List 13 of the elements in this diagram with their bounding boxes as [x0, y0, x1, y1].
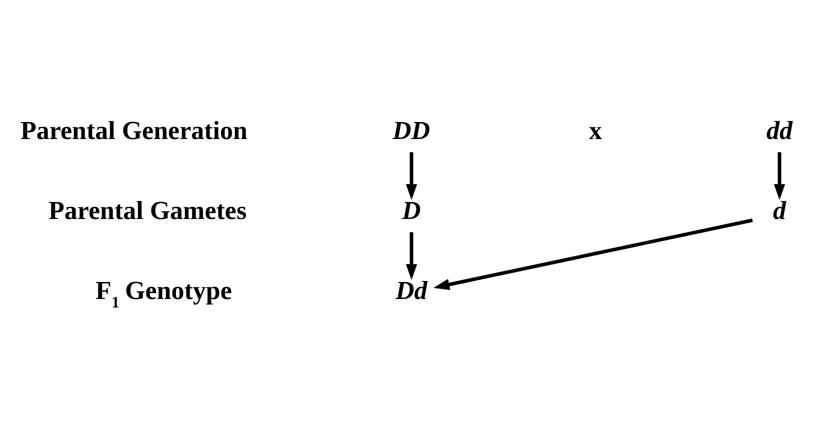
node-text: DD — [392, 116, 430, 145]
label: Parental Gametes — [48, 196, 247, 225]
label: x — [589, 116, 602, 145]
arrow — [774, 152, 786, 200]
node-text: Dd — [396, 276, 428, 305]
arrow — [433, 218, 753, 290]
label: Parental Generation — [20, 116, 248, 145]
arrow — [406, 152, 418, 200]
arrow — [406, 232, 418, 280]
node-text: d — [773, 196, 786, 225]
label: F$_{1}$ Genotype — [96, 276, 232, 312]
node-text: dd — [766, 116, 792, 145]
node-text: D — [402, 196, 421, 225]
